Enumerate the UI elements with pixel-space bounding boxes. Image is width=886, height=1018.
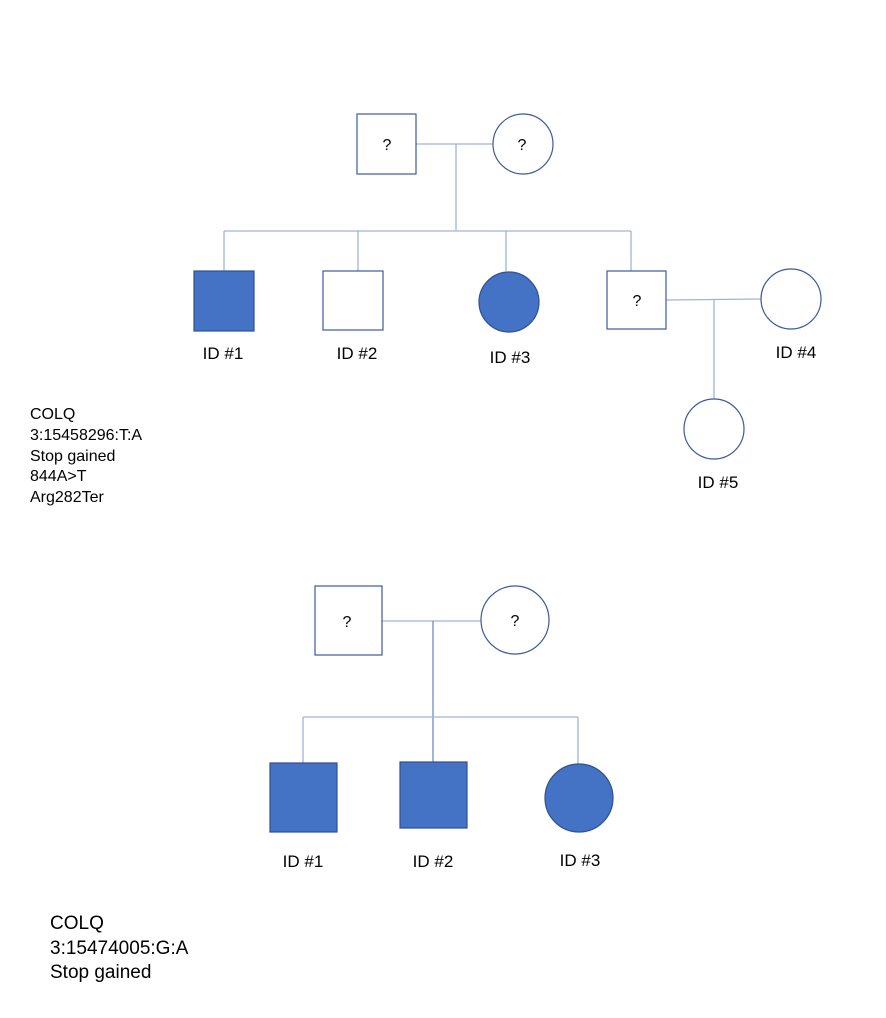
affected-female-id3	[544, 763, 614, 833]
unknown-mark: ?	[383, 137, 392, 154]
variant-position: 3:15458296:T:A	[30, 426, 143, 444]
pedigree-2: ? ? ID #1 ID #2 ID #3	[269, 585, 614, 871]
variant-position: 3:15474005:G:A	[50, 937, 189, 959]
unknown-mark: ?	[518, 137, 527, 154]
pedigree-1: ? ? ? ID #1 ID #2 ID #3 ID #4 ID #5	[193, 113, 822, 492]
id-label: ID #2	[337, 344, 378, 363]
unaffected-male-id2	[322, 270, 384, 331]
female-id4	[760, 268, 822, 330]
female-id5	[683, 398, 745, 460]
father-unknown-status	[356, 113, 417, 175]
variant-consequence: Stop gained	[50, 962, 152, 984]
affected-female-id3	[478, 271, 540, 333]
id-label: ID #3	[490, 348, 531, 367]
unknown-mark: ?	[343, 614, 352, 631]
id-label: ID #5	[698, 473, 739, 492]
affected-male-id2	[399, 761, 468, 829]
affected-male-id1	[269, 762, 338, 833]
male-unknown-status	[606, 270, 667, 330]
protein-change: Arg282Ter	[30, 489, 104, 507]
variant-consequence: Stop gained	[30, 447, 116, 465]
gene-name: COLQ	[50, 913, 104, 934]
id-label: ID #2	[413, 852, 454, 871]
cdna-change: 844A>T	[30, 468, 87, 486]
gene-name: COLQ	[30, 406, 76, 423]
id-label: ID #1	[283, 852, 324, 871]
id-label: ID #4	[776, 343, 817, 362]
unknown-mark: ?	[633, 293, 642, 310]
marriage-line	[665, 298, 762, 301]
father-unknown-status	[314, 585, 383, 656]
variant-info-2: COLQ 3:15474005:G:A Stop gained	[50, 912, 188, 986]
id-label: ID #1	[203, 344, 244, 363]
variant-info-1: COLQ 3:15458296:T:A Stop gained 844A>T A…	[30, 405, 142, 509]
unknown-mark: ?	[511, 613, 520, 630]
id-label: ID #3	[560, 851, 601, 870]
mother-unknown-status	[492, 113, 554, 175]
affected-male-id1	[193, 270, 255, 332]
mother-unknown-status	[480, 585, 550, 655]
